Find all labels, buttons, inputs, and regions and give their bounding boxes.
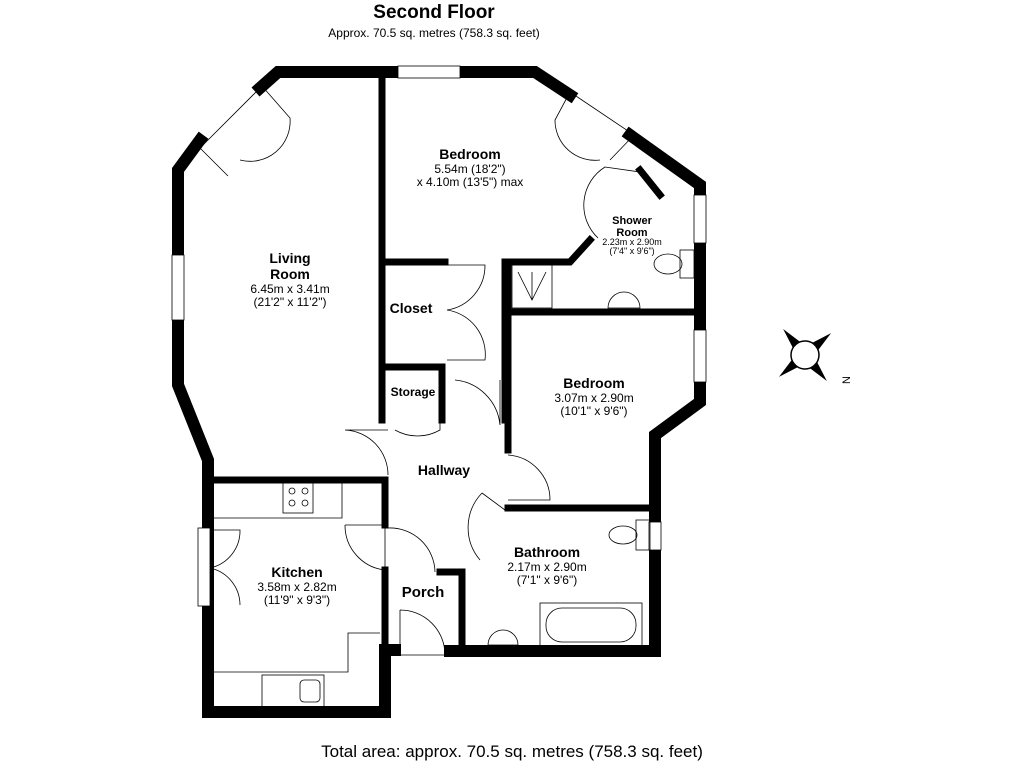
window-bathroom [648, 521, 662, 551]
room-name: Bedroom [563, 375, 624, 391]
room-dimensions: (11'9" x 9'3") [264, 593, 330, 607]
room-name: Bathroom [514, 544, 580, 560]
room-dimensions: (10'1" x 9'6") [560, 404, 627, 418]
room-dimensions: (7'1" x 9'6") [517, 573, 577, 587]
room-dimensions: (7'4" x 9'6") [609, 246, 654, 256]
room-kitchen: Kitchen 3.58m x 2.82m (11'9" x 9'3") [257, 564, 336, 607]
room-dimensions: x 4.10m (13'5") max [417, 175, 524, 189]
shower-tray [511, 264, 553, 309]
toilet [653, 253, 683, 275]
sink [261, 674, 325, 709]
room-closet: Closet [390, 300, 433, 316]
room-name: Shower [612, 215, 652, 227]
hob [282, 482, 314, 514]
room-bathroom: Bathroom 2.17m x 2.90m (7'1" x 9'6") [507, 544, 586, 587]
bath [539, 602, 643, 647]
bathroom-toilet [608, 525, 638, 545]
room-bedroom-second: Bedroom 3.07m x 2.90m (10'1" x 9'6") [554, 375, 633, 418]
floor-area-subtitle: Approx. 70.5 sq. metres (758.3 sq. feet) [328, 26, 540, 40]
room-name: Room [270, 266, 310, 282]
fixtures [212, 249, 695, 709]
room-dimensions: 3.07m x 2.90m [554, 391, 633, 405]
room-storage: Storage [391, 385, 436, 399]
room-living-room: Living Room 6.45m x 3.41m (21'2" x 11'2"… [250, 250, 329, 309]
compass-north-label: N [841, 376, 853, 384]
room-porch: Porch [402, 584, 445, 601]
window-kitchen [197, 527, 211, 607]
room-dimensions: 2.17m x 2.90m [507, 560, 586, 574]
window-bedroom [693, 329, 707, 383]
room-name: Room [616, 227, 647, 239]
room-dimensions: (21'2" x 11'2") [254, 295, 327, 309]
window-shower-room [693, 194, 707, 244]
interior-walls [206, 71, 699, 654]
room-bedroom-main: Bedroom 5.54m (18'2") x 4.10m (13'5") ma… [417, 146, 524, 189]
total-area-footer: Total area: approx. 70.5 sq. metres (758… [321, 742, 703, 761]
window-living-room [171, 254, 185, 321]
bathroom-basin [487, 629, 519, 646]
compass-icon [778, 328, 832, 382]
room-dimensions: 6.45m x 3.41m [250, 282, 329, 296]
room-hallway: Hallway [418, 462, 470, 478]
room-name: Living [269, 250, 310, 266]
room-name: Bedroom [439, 146, 500, 162]
windows [171, 65, 707, 607]
window-bedroom-top [397, 65, 461, 79]
basin [607, 291, 641, 309]
floor-title: Second Floor [373, 2, 495, 23]
room-name: Kitchen [271, 564, 322, 580]
room-shower-room: Shower Room 2.23m x 2.90m (7'4" x 9'6") [602, 215, 662, 256]
doors [199, 85, 641, 656]
room-dimensions: 5.54m (18'2") [434, 162, 505, 176]
room-dimensions: 2.23m x 2.90m [602, 237, 662, 247]
room-dimensions: 3.58m x 2.82m [257, 580, 336, 594]
